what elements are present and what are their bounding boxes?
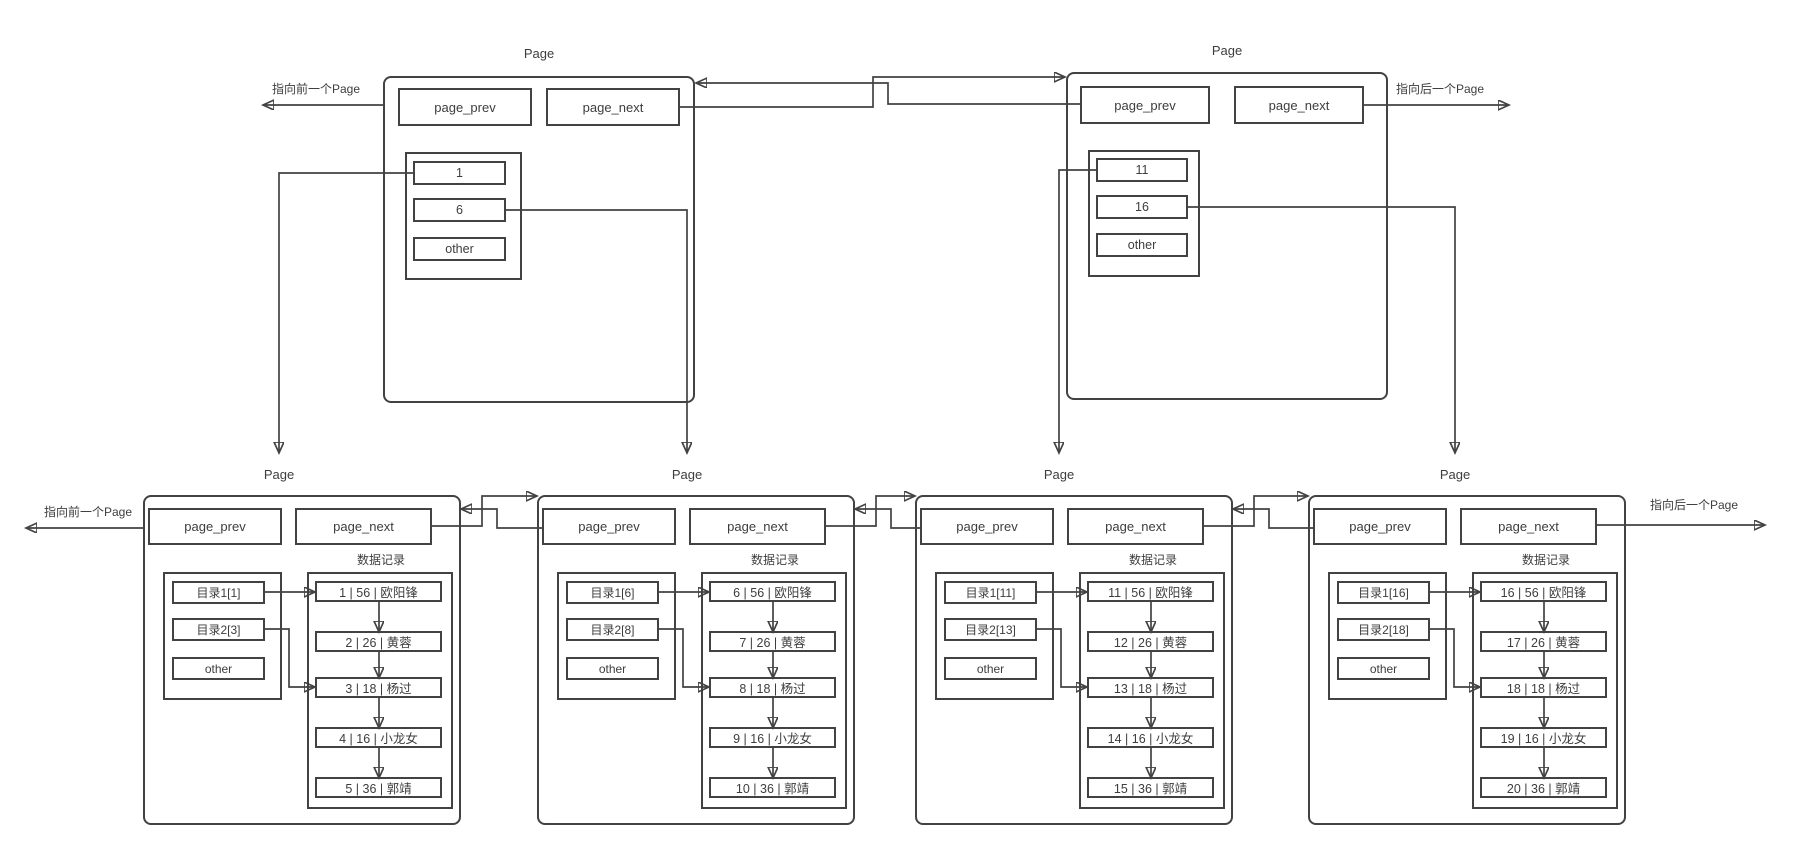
data-record: 7 | 26 | 黄蓉 — [709, 631, 836, 652]
page-prev-field: page_prev — [398, 88, 532, 126]
page-prev-field: page_prev — [542, 508, 676, 545]
data-record: 8 | 18 | 杨过 — [709, 677, 836, 698]
data-record: 14 | 16 | 小龙女 — [1087, 727, 1214, 748]
data-records-label: 数据记录 — [356, 553, 405, 567]
data-record: 19 | 16 | 小龙女 — [1480, 727, 1607, 748]
page-title: Page — [1211, 43, 1243, 58]
data-record: 17 | 26 | 黄蓉 — [1480, 631, 1607, 652]
data-record: 16 | 56 | 欧阳锋 — [1480, 581, 1607, 602]
directory-slot: 目录2[13] — [944, 618, 1037, 641]
data-record: 9 | 16 | 小龙女 — [709, 727, 836, 748]
next-page-pointer-label-leaf: 指向后一个Page — [1650, 498, 1739, 512]
data-record: 18 | 18 | 杨过 — [1480, 677, 1607, 698]
directory-slot: 目录1[11] — [944, 581, 1037, 604]
index-entry: 11 — [1096, 158, 1188, 182]
data-record: 20 | 36 | 郭靖 — [1480, 777, 1607, 798]
directory-slot: other — [944, 657, 1037, 680]
data-record: 6 | 56 | 欧阳锋 — [709, 581, 836, 602]
page-title: Page — [263, 467, 295, 482]
directory-slot: 目录1[1] — [172, 581, 265, 604]
data-record: 2 | 26 | 黄蓉 — [315, 631, 442, 652]
prev-page-pointer-label-top: 指向前一个Page — [272, 82, 361, 96]
page-box — [915, 495, 1233, 825]
next-page-pointer-label-top: 指向后一个Page — [1396, 82, 1485, 96]
index-entry: 6 — [413, 198, 506, 222]
data-record: 1 | 56 | 欧阳锋 — [315, 581, 442, 602]
data-records-label: 数据记录 — [1521, 553, 1570, 567]
directory-slot: 目录2[18] — [1337, 618, 1430, 641]
data-records-label: 数据记录 — [1128, 553, 1177, 567]
data-records-label: 数据记录 — [750, 553, 799, 567]
page-next-field: page_next — [546, 88, 680, 126]
page-title: Page — [671, 467, 703, 482]
leaf-page-4: Page page_prev page_next 数据记录 目录1[16] 目录… — [1308, 0, 1642, 849]
directory-slot: other — [172, 657, 265, 680]
data-record: 13 | 18 | 杨过 — [1087, 677, 1214, 698]
page-next-field: page_next — [295, 508, 432, 545]
page-next-field: page_next — [1067, 508, 1204, 545]
index-page-left: Page page_prev page_next 1 6 other — [383, 0, 695, 470]
page-next-field: page_next — [1460, 508, 1597, 545]
directory-slot: other — [1337, 657, 1430, 680]
data-record: 10 | 36 | 郭靖 — [709, 777, 836, 798]
page-title: Page — [523, 46, 555, 61]
directory-slot: 目录1[16] — [1337, 581, 1430, 604]
page-box — [143, 495, 461, 825]
leaf-page-2: Page page_prev page_next 数据记录 目录1[6] 目录2… — [537, 0, 871, 849]
data-record: 15 | 36 | 郭靖 — [1087, 777, 1214, 798]
page-prev-field: page_prev — [148, 508, 282, 545]
page-box — [1308, 495, 1626, 825]
page-prev-field: page_prev — [1080, 86, 1210, 124]
data-record: 5 | 36 | 郭靖 — [315, 777, 442, 798]
data-record: 4 | 16 | 小龙女 — [315, 727, 442, 748]
index-entry: 16 — [1096, 195, 1188, 219]
page-prev-field: page_prev — [920, 508, 1054, 545]
page-next-field: page_next — [689, 508, 826, 545]
index-entry: other — [1096, 233, 1188, 257]
page-title: Page — [1439, 467, 1471, 482]
prev-page-pointer-label-leaf: 指向前一个Page — [44, 505, 133, 519]
directory-slot: other — [566, 657, 659, 680]
index-entry: other — [413, 237, 506, 261]
page-next-field: page_next — [1234, 86, 1364, 124]
page-prev-field: page_prev — [1313, 508, 1447, 545]
data-record: 3 | 18 | 杨过 — [315, 677, 442, 698]
directory-slot: 目录2[8] — [566, 618, 659, 641]
leaf-page-3: Page page_prev page_next 数据记录 目录1[11] 目录… — [915, 0, 1249, 849]
directory-slot: 目录2[3] — [172, 618, 265, 641]
directory-slot: 目录1[6] — [566, 581, 659, 604]
leaf-page-1: Page page_prev page_next 数据记录 目录1[1] 目录2… — [143, 0, 477, 849]
data-record: 12 | 26 | 黄蓉 — [1087, 631, 1214, 652]
index-entry: 1 — [413, 161, 506, 185]
page-title: Page — [1043, 467, 1075, 482]
page-box — [537, 495, 855, 825]
data-record: 11 | 56 | 欧阳锋 — [1087, 581, 1214, 602]
